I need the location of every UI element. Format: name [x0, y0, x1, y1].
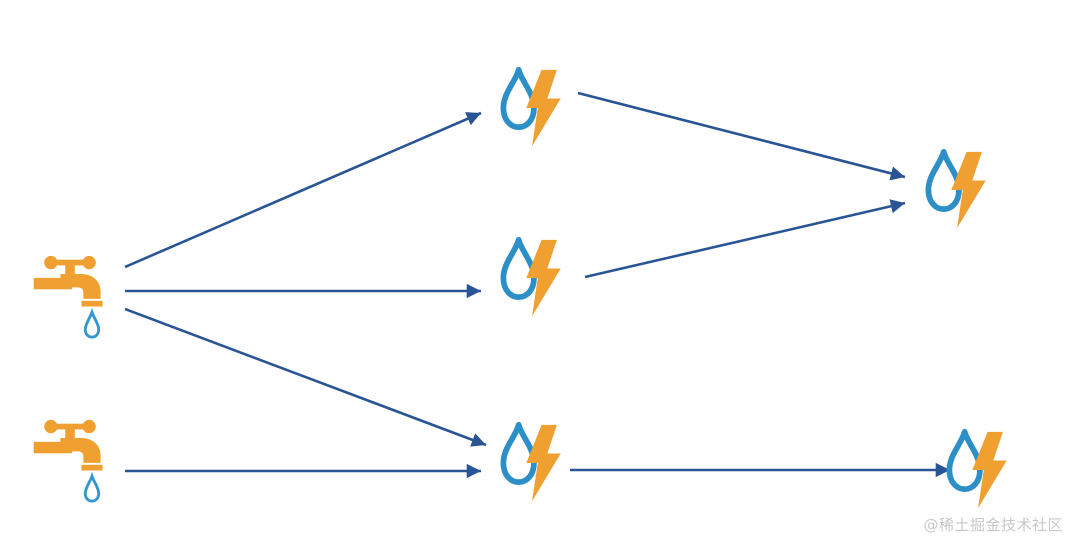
- node-group: [32, 70, 1007, 508]
- edge-group: [124, 91, 950, 479]
- water-energy-icon: [928, 152, 985, 228]
- water-energy-icon: [949, 432, 1006, 508]
- tap-icon: [32, 254, 104, 339]
- edge-hub-middle-to-sink-top: [584, 199, 906, 279]
- water-energy-icon: [503, 240, 560, 316]
- water-energy-icon: [503, 70, 560, 146]
- edge-tap-1-to-hub-top: [124, 111, 482, 269]
- watermark: @稀土掘金技术社区: [923, 516, 1063, 534]
- edge-hub-top-to-sink-top: [577, 91, 906, 181]
- tap-icon: [32, 418, 104, 503]
- water-energy-icon: [503, 425, 560, 501]
- edge-tap-1-to-hub-bottom: [124, 307, 487, 447]
